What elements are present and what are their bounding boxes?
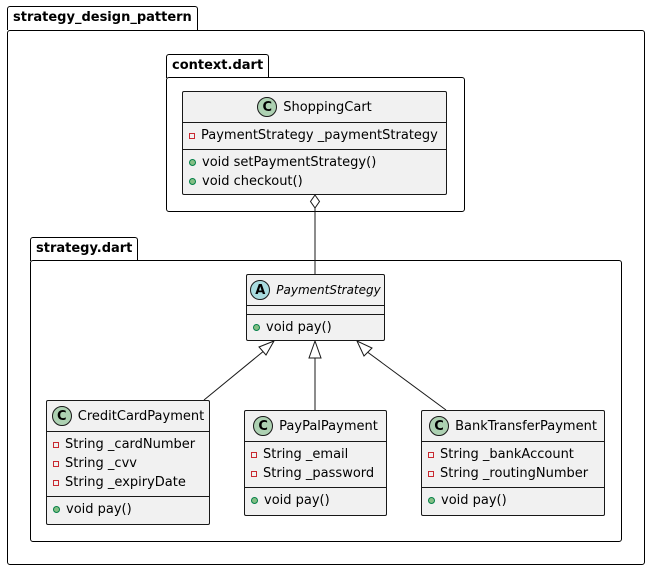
- private-visibility-icon: [53, 479, 59, 486]
- method-row: void pay(): [251, 491, 380, 510]
- class-name: BankTransferPayment: [455, 418, 597, 434]
- class-header: C ShoppingCart: [183, 92, 446, 123]
- attribute-text: String _password: [263, 466, 375, 481]
- package-name: strategy_design_pattern: [13, 10, 192, 25]
- attribute-row: String _expiryDate: [53, 473, 203, 492]
- private-visibility-icon: [251, 470, 257, 477]
- method-section: void pay(): [422, 488, 604, 514]
- attribute-text: String _expiryDate: [65, 475, 186, 490]
- attribute-section: String _email String _password: [245, 442, 386, 488]
- package-strategy-design-pattern: [7, 30, 645, 565]
- aggregation-diamond: [309, 194, 321, 209]
- class-name: ShoppingCart: [283, 99, 372, 115]
- attribute-text: String _cvv: [65, 456, 137, 471]
- public-visibility-icon: [428, 497, 435, 504]
- attribute-row: String _cvv: [53, 454, 203, 473]
- package-tab-strategy-design-pattern: strategy_design_pattern: [7, 6, 198, 30]
- class-header: C PayPalPayment: [245, 411, 386, 442]
- attribute-row: String _routingNumber: [428, 464, 598, 483]
- generalization-line-bank-transfer: [365, 350, 447, 411]
- attribute-section: [247, 306, 384, 315]
- method-row: void pay(): [428, 491, 598, 510]
- public-visibility-icon: [253, 324, 260, 331]
- generalization-arrow-bank-transfer: [355, 339, 373, 357]
- class-shopping-cart[interactable]: C ShoppingCart PaymentStrategy _paymentS…: [182, 91, 447, 195]
- private-visibility-icon: [189, 132, 195, 139]
- attribute-row: String _bankAccount: [428, 445, 598, 464]
- method-section: void setPaymentStrategy() void checkout(…: [183, 150, 446, 195]
- package-tab-strategy-dart: strategy.dart: [30, 237, 139, 261]
- package-name: context.dart: [172, 58, 264, 73]
- private-visibility-icon: [251, 451, 257, 458]
- class-c-icon: C: [429, 416, 450, 436]
- method-row: void pay(): [53, 500, 203, 519]
- method-text: void pay(): [266, 320, 332, 335]
- class-c-icon: C: [257, 97, 278, 117]
- attribute-text: String _routingNumber: [440, 466, 589, 481]
- public-visibility-icon: [189, 159, 196, 166]
- private-visibility-icon: [53, 441, 59, 448]
- attribute-row: PaymentStrategy _paymentStrategy: [189, 126, 440, 145]
- private-visibility-icon: [53, 460, 59, 467]
- class-name: CreditCardPayment: [77, 408, 205, 424]
- class-paypal-payment[interactable]: C PayPalPayment String _email String _pa…: [244, 410, 387, 516]
- attribute-row: String _cardNumber: [53, 435, 203, 454]
- method-text: void setPaymentStrategy(): [202, 155, 377, 170]
- attribute-text: String _email: [263, 447, 349, 462]
- package-strategy-dart: [30, 260, 622, 542]
- class-header: A PaymentStrategy: [247, 275, 384, 306]
- attribute-row: String _email: [251, 445, 380, 464]
- attribute-section: String _bankAccount String _routingNumbe…: [422, 442, 604, 488]
- generalization-line-credit-card: [203, 349, 266, 401]
- class-c-icon: C: [253, 416, 274, 436]
- abstract-class-a-icon: A: [250, 280, 271, 300]
- method-row: void setPaymentStrategy(): [189, 153, 440, 172]
- class-credit-card-payment[interactable]: C CreditCardPayment String _cardNumber S…: [46, 400, 210, 525]
- class-name: PaymentStrategy: [276, 283, 381, 297]
- method-section: void pay(): [247, 315, 384, 341]
- package-tab-context-dart: context.dart: [166, 54, 270, 78]
- method-text: void pay(): [264, 493, 330, 508]
- attribute-section: PaymentStrategy _paymentStrategy: [183, 123, 446, 150]
- class-payment-strategy[interactable]: A PaymentStrategy void pay(): [246, 274, 385, 341]
- class-bank-transfer-payment[interactable]: C BankTransferPayment String _bankAccoun…: [421, 410, 605, 516]
- generalization-arrow-paypal: [308, 339, 322, 359]
- class-name: PayPalPayment: [279, 418, 378, 434]
- generalization-arrow-credit-card: [258, 340, 276, 356]
- public-visibility-icon: [53, 506, 60, 513]
- method-section: void pay(): [47, 497, 209, 523]
- method-row: void checkout(): [189, 172, 440, 191]
- public-visibility-icon: [189, 178, 196, 185]
- attribute-text: String _cardNumber: [65, 437, 196, 452]
- package-name: strategy.dart: [36, 241, 133, 256]
- attribute-text: PaymentStrategy _paymentStrategy: [201, 128, 438, 143]
- private-visibility-icon: [428, 470, 434, 477]
- method-row: void pay(): [253, 318, 378, 337]
- class-c-icon: C: [51, 406, 72, 426]
- attribute-text: String _bankAccount: [440, 447, 574, 462]
- method-text: void pay(): [66, 502, 132, 517]
- attribute-section: String _cardNumber String _cvv String _e…: [47, 432, 209, 497]
- method-text: void checkout(): [202, 174, 303, 189]
- class-header: C CreditCardPayment: [47, 401, 209, 432]
- public-visibility-icon: [251, 497, 258, 504]
- private-visibility-icon: [428, 451, 434, 458]
- class-header: C BankTransferPayment: [422, 411, 604, 442]
- attribute-row: String _password: [251, 464, 380, 483]
- method-text: void pay(): [441, 493, 507, 508]
- method-section: void pay(): [245, 488, 386, 514]
